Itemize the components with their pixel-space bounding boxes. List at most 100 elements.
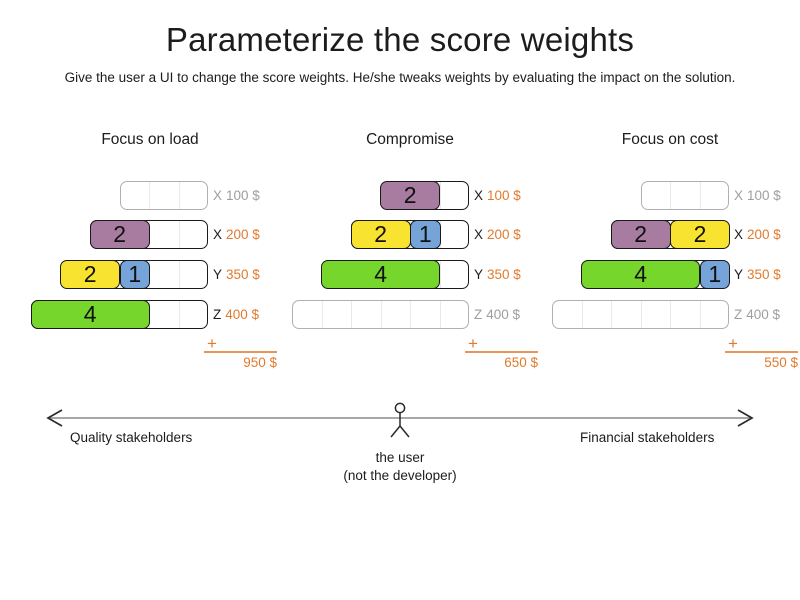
column-total: 550 $ xyxy=(764,355,798,370)
row-label: X 200 $ xyxy=(474,220,521,249)
variable-letter: Y xyxy=(734,267,744,282)
price-label: 350 $ xyxy=(487,267,521,282)
plus-sign: + xyxy=(468,334,478,353)
weight-block-yellow: 2 xyxy=(670,219,730,249)
cell-divider xyxy=(640,301,642,328)
cell-divider xyxy=(439,301,441,328)
row-label: X 200 $ xyxy=(734,220,781,249)
weight-block-green: 4 xyxy=(321,259,441,289)
weight-block-purple: 2 xyxy=(380,180,441,210)
row-label: X 200 $ xyxy=(213,220,260,249)
weight-bar-x100 xyxy=(119,181,208,210)
left-arrowhead-icon xyxy=(46,409,63,427)
weight-block-yellow: 2 xyxy=(60,259,121,289)
row-label: X 100 $ xyxy=(213,181,260,210)
weight-block-blue: 1 xyxy=(410,219,441,249)
price-label: 200 $ xyxy=(226,227,260,242)
variable-letter: Y xyxy=(474,267,484,282)
weight-bar-x100 xyxy=(640,181,729,210)
cell-divider xyxy=(699,182,701,209)
cell-divider xyxy=(611,301,612,328)
weight-bar-z400 xyxy=(292,300,469,329)
weight-bar-y350: 2 1 xyxy=(60,259,208,289)
cell-divider xyxy=(149,182,150,209)
price-label: 200 $ xyxy=(747,227,781,242)
row-label: X 100 $ xyxy=(474,181,521,210)
weight-block-green: 4 xyxy=(581,259,701,289)
weight-bar-x200: 2 2 xyxy=(610,219,730,249)
column-title-focus-on-cost: Focus on cost xyxy=(621,131,719,148)
weight-bar-x100: 2 xyxy=(380,180,469,210)
cell-divider xyxy=(699,301,701,328)
column-title-focus-on-load: Focus on load xyxy=(101,131,199,148)
weight-bar-y350: 4 xyxy=(321,259,469,289)
price-label: 350 $ xyxy=(226,267,260,282)
column-total: 650 $ xyxy=(504,355,538,370)
row-label: Y 350 $ xyxy=(213,260,260,289)
weight-bar-x200: 2 1 xyxy=(350,219,469,249)
row-label: Y 350 $ xyxy=(474,260,521,289)
cell-divider xyxy=(321,301,323,328)
variable-letter: X xyxy=(734,188,744,203)
price-label: 100 $ xyxy=(747,188,781,203)
weight-bar-y350: 4 1 xyxy=(581,259,730,289)
cell-divider xyxy=(351,301,352,328)
sum-line xyxy=(465,351,538,353)
user-stick-figure-icon xyxy=(390,402,410,438)
row-label: Z 400 $ xyxy=(734,300,780,329)
weight-block-yellow: 2 xyxy=(350,219,411,249)
cell-divider xyxy=(178,301,180,328)
variable-letter: X xyxy=(474,188,484,203)
row-label: X 100 $ xyxy=(734,181,781,210)
variable-letter: Z xyxy=(474,307,483,322)
page-subtitle: Give the user a UI to change the score w… xyxy=(64,70,736,85)
stakeholder-axis xyxy=(46,402,754,438)
cell-divider xyxy=(178,182,180,209)
variable-letter: Z xyxy=(213,307,222,322)
plus-sign: + xyxy=(728,334,738,353)
row-label: Z 400 $ xyxy=(213,300,259,329)
weight-block-purple: 2 xyxy=(89,219,150,249)
weight-block-purple: 2 xyxy=(610,219,671,249)
variable-letter: X xyxy=(213,227,223,242)
page-title: Parameterize the score weights xyxy=(165,21,635,58)
cell-divider xyxy=(670,182,671,209)
cell-divider xyxy=(380,301,382,328)
price-label: 100 $ xyxy=(226,188,260,203)
weight-bars-focus-on-load: 2 2 1 4 xyxy=(30,0,208,340)
cell-divider xyxy=(178,261,180,288)
price-label: 400 $ xyxy=(486,307,521,322)
user-caption-line2: (not the developer) xyxy=(343,468,457,483)
cell-divider xyxy=(410,301,411,328)
weight-block-blue: 1 xyxy=(119,259,150,289)
axis-label-financial: Financial stakeholders xyxy=(580,430,715,445)
row-label: Z 400 $ xyxy=(474,300,520,329)
right-arrowhead-icon xyxy=(737,409,754,427)
cell-divider xyxy=(670,301,671,328)
price-label: 200 $ xyxy=(487,227,521,242)
variable-letter: X xyxy=(734,227,744,242)
price-label: 350 $ xyxy=(747,267,781,282)
weight-bar-x200: 2 xyxy=(89,219,208,249)
user-caption-line1: the user xyxy=(375,450,425,465)
weight-bar-z400: 4 xyxy=(30,299,208,329)
variable-letter: X xyxy=(474,227,484,242)
column-title-compromise: Compromise xyxy=(366,131,454,148)
weight-block-blue: 1 xyxy=(699,259,730,289)
variable-letter: Y xyxy=(213,267,223,282)
cell-divider xyxy=(178,221,180,248)
weight-bar-z400 xyxy=(552,300,729,329)
weight-bars-compromise: 2 2 1 4 xyxy=(291,0,469,340)
variable-letter: X xyxy=(213,188,223,203)
column-total: 950 $ xyxy=(243,355,277,370)
axis-label-quality: Quality stakeholders xyxy=(70,430,193,445)
plus-sign: + xyxy=(207,334,217,353)
price-label: 100 $ xyxy=(487,188,521,203)
price-label: 400 $ xyxy=(225,307,260,322)
row-label: Y 350 $ xyxy=(734,260,781,289)
weight-bars-focus-on-cost: 2 2 4 1 xyxy=(551,0,730,340)
cell-divider xyxy=(581,301,583,328)
variable-letter: Z xyxy=(734,307,743,322)
weight-block-green: 4 xyxy=(30,299,150,329)
